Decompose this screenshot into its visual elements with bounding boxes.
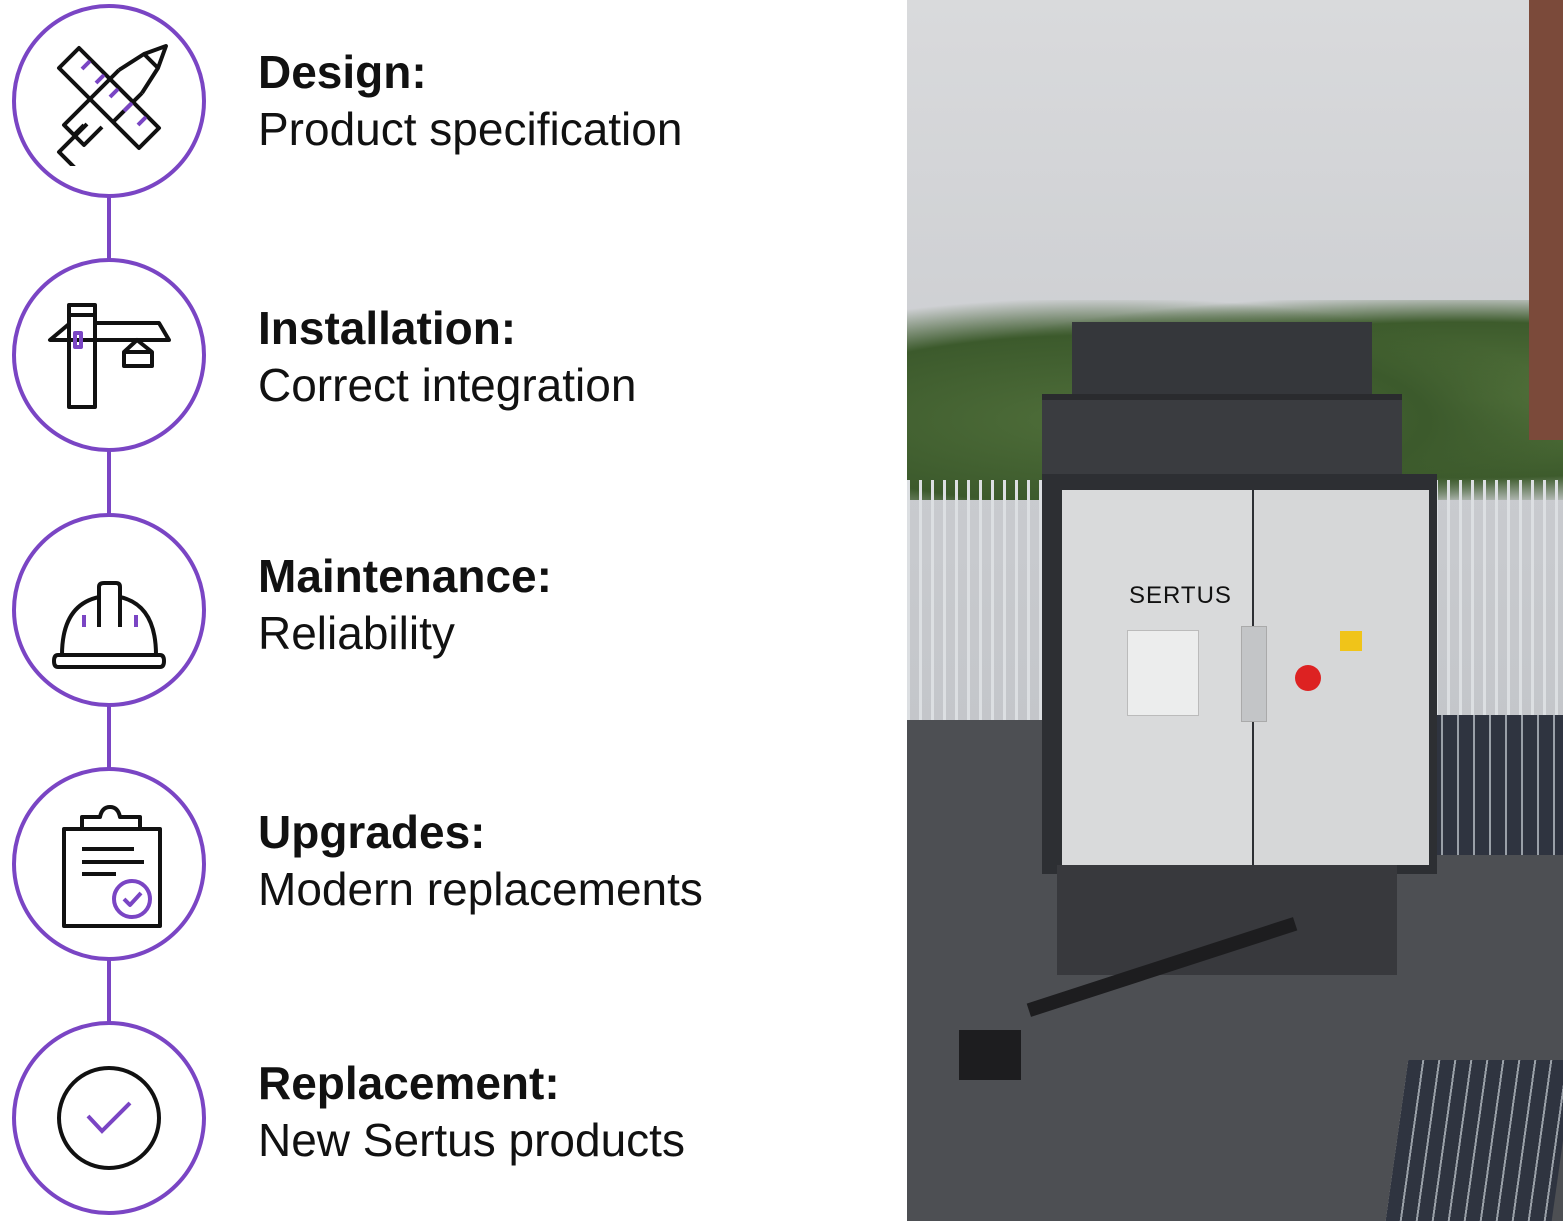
isolator-switch <box>1295 665 1321 691</box>
step-title: Replacement: <box>258 1057 560 1109</box>
step-title: Installation: <box>258 302 517 354</box>
step-icon-circle <box>12 1021 206 1215</box>
indicator-panel <box>1127 630 1199 716</box>
step-maintenance: Maintenance: Reliability <box>258 548 552 662</box>
step-installation: Installation: Correct integration <box>258 300 636 414</box>
solar-panel <box>1427 715 1563 855</box>
check-circle-icon <box>57 1066 161 1170</box>
warning-sign <box>1340 631 1362 651</box>
rooftop-cabinet-photo: SERTUS <box>907 0 1563 1221</box>
step-subtitle: Modern replacements <box>258 863 703 915</box>
step-icon-circle <box>12 258 206 452</box>
crane-icon <box>48 303 171 409</box>
step-subtitle: Correct integration <box>258 359 637 411</box>
cabinet-hood <box>1042 394 1402 474</box>
floodlight <box>959 1030 1021 1080</box>
step-subtitle: Product specification <box>258 103 683 155</box>
hard-hat-icon <box>52 581 166 669</box>
step-upgrades: Upgrades: Modern replacements <box>258 804 703 918</box>
step-icon-circle <box>12 767 206 961</box>
solar-panel <box>1385 1060 1563 1221</box>
step-title: Upgrades: <box>258 806 486 858</box>
step-replacement: Replacement: New Sertus products <box>258 1055 685 1169</box>
brick-wall <box>1529 0 1563 440</box>
step-subtitle: New Sertus products <box>258 1114 685 1166</box>
brand-label: SERTUS <box>1129 582 1232 609</box>
step-icon-circle <box>12 4 206 198</box>
step-subtitle: Reliability <box>258 607 455 659</box>
clipboard-check-icon <box>62 805 162 928</box>
cabinet-door-right <box>1254 490 1429 865</box>
step-title: Design: <box>258 46 427 98</box>
cabinet-top <box>1072 322 1372 394</box>
step-title: Maintenance: <box>258 550 552 602</box>
step-icon-circle <box>12 513 206 707</box>
ruler-pencil-icon <box>57 44 168 166</box>
step-design: Design: Product specification <box>258 44 682 158</box>
plinth <box>1057 865 1397 975</box>
door-handle <box>1241 626 1267 722</box>
